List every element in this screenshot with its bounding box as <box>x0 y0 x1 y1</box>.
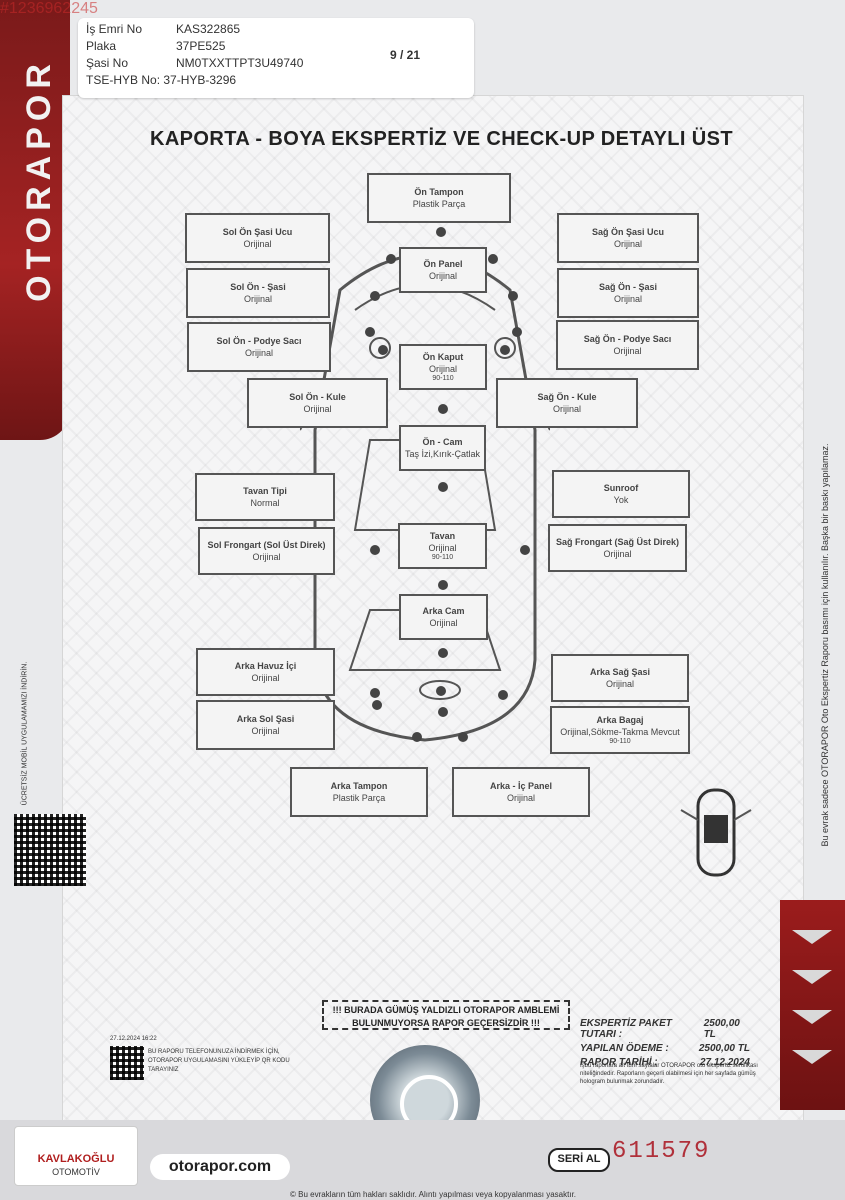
connector-dot <box>365 327 375 337</box>
fee-row-package: EKSPERTİZ PAKET TUTARI :2500,00 TL <box>580 1018 740 1040</box>
fee-summary: EKSPERTİZ PAKET TUTARI :2500,00 TL YAPIL… <box>580 1018 750 1071</box>
connector-dot <box>412 732 422 742</box>
chevron-down-icon <box>792 970 832 984</box>
connector-dot <box>458 732 468 742</box>
connector-dot <box>436 227 446 237</box>
copyright-text: © Bu evrakların tüm hakları saklıdır. Al… <box>290 1190 577 1199</box>
connector-dot <box>508 291 518 301</box>
connector-dot <box>438 404 448 414</box>
listing-watermark-id: #1236962245 <box>0 0 98 17</box>
connector-dot <box>438 707 448 717</box>
connector-dot <box>438 580 448 590</box>
chevron-down-icon <box>792 930 832 944</box>
connector-dot <box>520 545 530 555</box>
car-top-view-icon <box>680 788 752 877</box>
dealer-logo: KAVLAKOĞLU OTOMOTİV <box>14 1126 138 1186</box>
print-timestamp: 27.12.2024 16:22 <box>110 1036 157 1042</box>
part-sol-frongart: Sol Frongart (Sol Üst Direk)Orijinal <box>198 527 335 575</box>
connector-dot <box>386 254 396 264</box>
serial-number: 611579 <box>612 1138 711 1165</box>
report-qr-code <box>110 1046 144 1080</box>
connector-dot <box>438 482 448 492</box>
car-outline-diagram <box>300 253 550 742</box>
connector-dot <box>436 686 446 696</box>
chevron-down-icon <box>792 1010 832 1024</box>
connector-dot <box>500 345 510 355</box>
info-row-tse: TSE-HYB No: 37-HYB-3296 <box>86 73 237 87</box>
page-number: 9 / 21 <box>390 48 421 62</box>
connector-dot <box>372 700 382 710</box>
connector-dot <box>438 648 448 658</box>
right-decor-strip <box>780 900 845 1110</box>
footer-bar <box>0 1120 845 1200</box>
connector-dot <box>378 345 388 355</box>
fine-print-left: BU RAPORU TELEFONUNUZA İNDİRMEK İÇİN, OT… <box>148 1049 290 1073</box>
chevron-down-icon <box>792 1050 832 1064</box>
side-disclaimer: Bu evrak sadece OTORAPOR Oto Ekspertiz R… <box>820 443 830 847</box>
website-link[interactable]: otorapor.com <box>150 1154 290 1180</box>
app-qr-code <box>14 814 86 886</box>
part-sag-frongart: Sağ Frongart (Sağ Üst Direk)Orijinal <box>548 524 687 572</box>
connector-dot <box>370 545 380 555</box>
hologram-warning: !!! BURADA GÜMÜŞ YALDIZLI OTORAPOR AMBLE… <box>322 1000 570 1030</box>
brand-side-strip <box>0 0 70 440</box>
connector-dot <box>512 327 522 337</box>
connector-dot <box>370 688 380 698</box>
serial-label: SERİ AL <box>548 1148 610 1172</box>
connector-dot <box>488 254 498 264</box>
fee-row-payment: YAPILAN ÖDEME :2500,00 TL <box>580 1043 750 1054</box>
fee-row-date: RAPOR TARİHİ :27.12.2024 <box>580 1057 750 1068</box>
page-title: KAPORTA - BOYA EKSPERTİZ VE CHECK-UP DET… <box>150 128 733 150</box>
connector-dot <box>370 291 380 301</box>
connector-dot <box>498 690 508 700</box>
brand-vertical-text: OTORAPOR <box>20 58 58 302</box>
fine-print-right: İşbu raporlara ait tüm sayfalar OTORAPOR… <box>580 1063 758 1085</box>
